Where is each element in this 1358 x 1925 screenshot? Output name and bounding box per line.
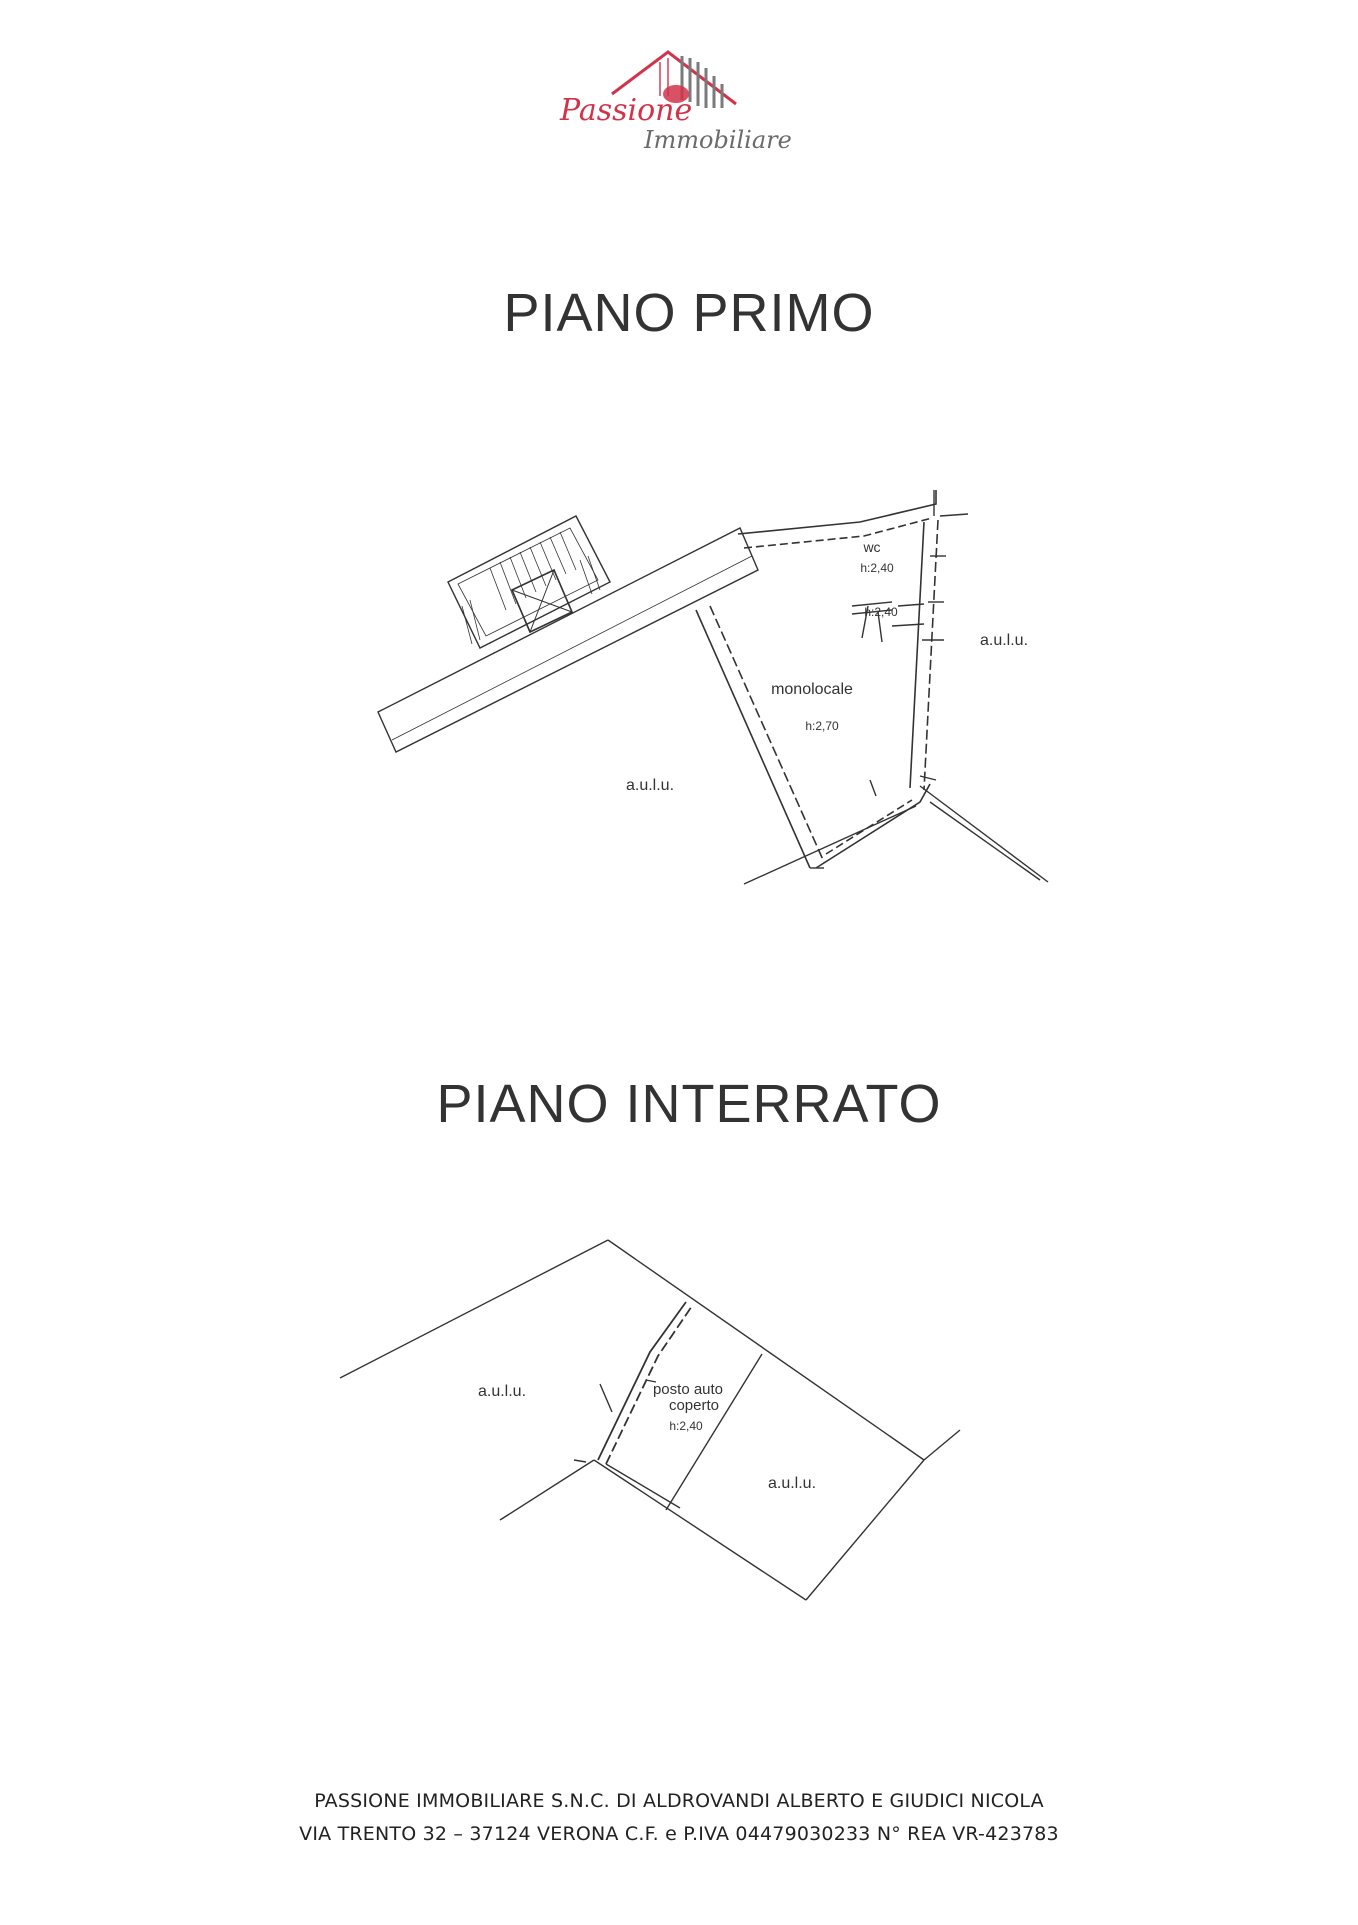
label-aulu-right-interrato: a.u.l.u.	[768, 1475, 816, 1492]
label-wc-height: h:2,40	[860, 561, 894, 575]
plan-primo-balcony	[377, 527, 759, 753]
plan-primo-labels: wc h:2,40 h:2,40 monolocale h:2,70 a.u.l…	[626, 539, 1028, 794]
plan-interrato	[339, 1239, 961, 1601]
logo-mark: Passione Immobiliare	[559, 50, 792, 154]
label-parking-height: h:2,40	[669, 1419, 703, 1433]
label-coperto: coperto	[669, 1397, 719, 1414]
label-hall-height: h:2,40	[864, 605, 898, 619]
plan-primo-stairwell	[447, 515, 611, 649]
label-aulu-right-primo: a.u.l.u.	[980, 632, 1028, 649]
logo-text-sub: Immobiliare	[643, 126, 792, 154]
floor-title-primo: PIANO PRIMO	[503, 283, 875, 343]
label-wc: wc	[862, 539, 880, 555]
plan-primo	[377, 490, 1049, 885]
footer-address-line: VIA TRENTO 32 – 37124 VERONA C.F. e P.IV…	[299, 1823, 1059, 1845]
company-logo: Passione Immobiliare	[540, 48, 820, 168]
label-monolocale-height: h:2,70	[805, 719, 839, 733]
logo-stripes-icon	[680, 56, 724, 108]
label-aulu-left-interrato: a.u.l.u.	[478, 1383, 526, 1400]
footer-company-line: PASSIONE IMMOBILIARE S.N.C. DI ALDROVAND…	[314, 1790, 1044, 1812]
label-aulu-left-primo: a.u.l.u.	[626, 777, 674, 794]
floor-title-interrato: PIANO INTERRATO	[436, 1074, 942, 1134]
label-monolocale: monolocale	[771, 681, 853, 698]
plan-interrato-labels: posto auto coperto h:2,40 a.u.l.u. a.u.l…	[478, 1381, 816, 1492]
label-posto-auto: posto auto	[653, 1381, 723, 1398]
